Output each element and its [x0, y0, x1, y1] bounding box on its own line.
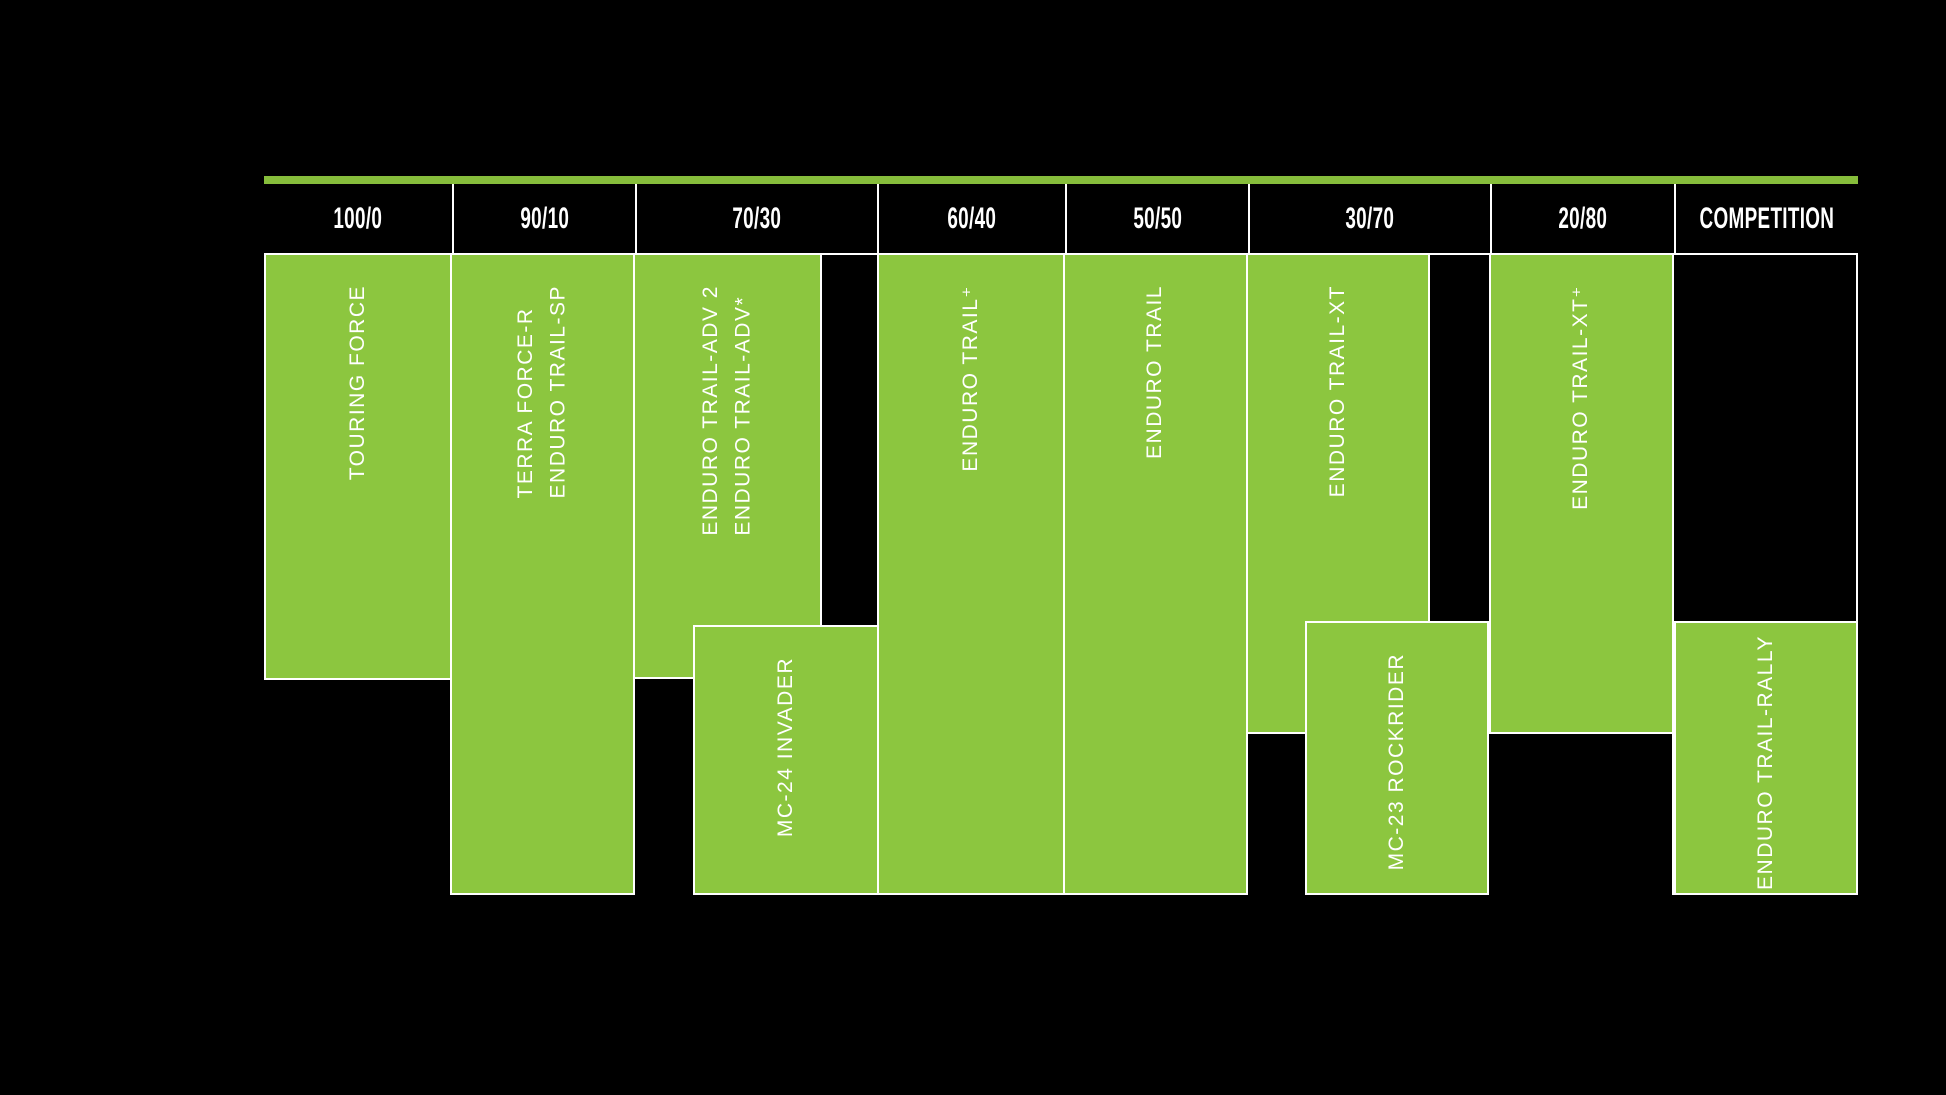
- block-label: ENDURO TRAIL-RALLY: [1750, 635, 1783, 890]
- block-enduro-trail-adv: ENDURO TRAIL-ADV 2 ENDURO TRAIL-ADV*: [633, 253, 822, 679]
- block-label: ENDURO TRAIL-ADV 2 ENDURO TRAIL-ADV*: [695, 285, 760, 536]
- header-label: 90/10: [520, 202, 569, 235]
- block-label: TOURING FORCE: [342, 285, 375, 480]
- header-label: 20/80: [1558, 202, 1608, 235]
- block-label-line: MC-24 INVADER: [773, 657, 797, 838]
- block-label: TERRA FORCE-R ENDURO TRAIL-SP: [510, 285, 575, 498]
- block-enduro-trail-xt-plus: ENDURO TRAIL-XT⁺: [1489, 253, 1674, 734]
- top-accent-bar: [264, 176, 1858, 184]
- header-label: 70/30: [732, 202, 782, 235]
- header-cell-30-70: 30/70: [1248, 184, 1490, 254]
- block-enduro-trail: ENDURO TRAIL: [1063, 253, 1248, 895]
- block-mc23-rockrider: MC-23 ROCKRIDER: [1305, 621, 1489, 895]
- block-label: MC-23 ROCKRIDER: [1381, 653, 1414, 870]
- block-label: MC-24 INVADER: [770, 657, 803, 837]
- block-label-line: MC-23 ROCKRIDER: [1384, 653, 1408, 871]
- block-mc24-invader: MC-24 INVADER: [693, 625, 879, 895]
- block-label: ENDURO TRAIL-XT⁺: [1565, 285, 1598, 510]
- block-touring-force: TOURING FORCE: [264, 253, 452, 680]
- block-label: ENDURO TRAIL-XT: [1322, 285, 1355, 497]
- header-cell-50-50: 50/50: [1065, 184, 1248, 254]
- header-cell-20-80: 20/80: [1490, 184, 1674, 254]
- block-label: ENDURO TRAIL⁺: [955, 285, 988, 472]
- block-label-line: ENDURO TRAIL⁺: [958, 285, 982, 472]
- block-enduro-trail-plus: ENDURO TRAIL⁺: [877, 253, 1065, 895]
- block-label-line: ENDURO TRAIL-XT: [1325, 285, 1349, 498]
- block-label-line: ENDURO TRAIL-ADV 2: [698, 285, 722, 536]
- block-terra-force-r-enduro-trail-sp: TERRA FORCE-R ENDURO TRAIL-SP: [450, 253, 635, 895]
- header-label: 60/40: [947, 202, 997, 235]
- block-label-line: ENDURO TRAIL-XT⁺: [1569, 285, 1593, 510]
- block-label-line: ENDURO TRAIL-SP: [546, 285, 570, 499]
- header-cell-90-10: 90/10: [452, 184, 635, 254]
- block-enduro-trail-rally: ENDURO TRAIL-RALLY: [1674, 621, 1858, 895]
- header-cell-60-40: 60/40: [877, 184, 1065, 254]
- header-cell-competition: COMPETITION: [1674, 184, 1858, 254]
- header-cell-100-0: 100/0: [264, 184, 452, 254]
- block-label-line: ENDURO TRAIL: [1143, 285, 1167, 459]
- block-label-line: TERRA FORCE-R: [513, 307, 537, 499]
- header-label: 30/70: [1345, 202, 1395, 235]
- header-label: 50/50: [1133, 202, 1182, 235]
- header-label: COMPETITION: [1699, 202, 1835, 235]
- block-label-line: ENDURO TRAIL-RALLY: [1753, 635, 1777, 890]
- block-label-line: TOURING FORCE: [345, 285, 369, 481]
- header-cell-70-30: 70/30: [635, 184, 877, 254]
- header-label: 100/0: [333, 202, 383, 235]
- block-label: ENDURO TRAIL: [1139, 285, 1172, 459]
- block-label-line: ENDURO TRAIL-ADV*: [731, 295, 755, 536]
